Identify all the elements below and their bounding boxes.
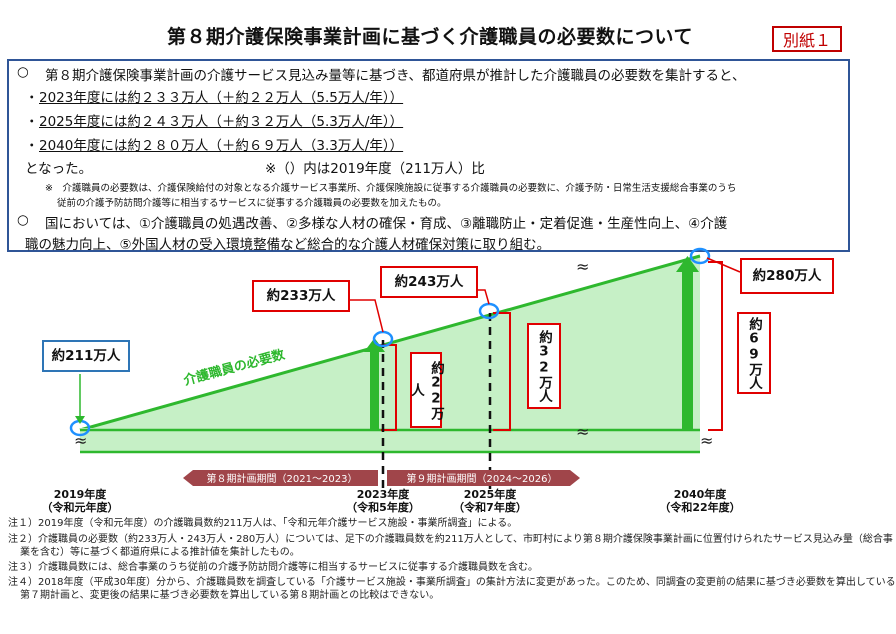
year-label: 2025年度 [463, 488, 517, 501]
year-2025: 2025年度 （令和7年度） [450, 488, 530, 514]
year-2040: 2040年度 （令和22年度） [650, 488, 750, 514]
definition-note-line2: 従前の介護予防訪問介護等に相当するサービスに従事する介護職員の必要数を加えたもの… [57, 198, 447, 209]
footnote-3: 注３）介護職員数には、総合事業のうち従前の介護予防訪問介護等に相当するサービスに… [8, 562, 538, 573]
pointer-2040 [706, 257, 741, 273]
year-label: 2023年度 [356, 488, 410, 501]
increase-2040: 約69万人 [737, 312, 771, 394]
marker-2040 [689, 247, 711, 265]
line-prefix: ・ [25, 114, 39, 130]
brace-2040 [708, 261, 723, 431]
paren-note: ※（）内は2019年度（211万人）比 [265, 161, 485, 177]
period-label-9: 第９期計画期間（2024～2026） [407, 472, 558, 485]
era-label: （令和元年度） [41, 501, 119, 514]
bullet-mark: ○ [17, 212, 29, 228]
line-prefix: ・ [25, 138, 39, 154]
footnote-2-cont: 業を含む）等に基づく都道府県による推計値を集計したもの。 [20, 547, 300, 558]
period-bar-8 [183, 470, 378, 486]
base-band [80, 428, 700, 452]
line-prefix: ・ [25, 90, 39, 106]
callout-2019: 約211万人 [42, 340, 130, 372]
era-label: （令和22年度） [659, 501, 741, 514]
summary-intro: 第８期介護保険事業計画の介護サービス見込み量等に基づき、都道府県が推計した介護職… [45, 68, 746, 84]
increase-arrow-2040 [682, 270, 693, 430]
footnote-4: 注４）2018年度（平成30年度）分から、介護職員数を調査している「介護サービス… [8, 577, 896, 588]
era-label: （令和7年度） [453, 501, 527, 514]
summary-line-2040: 2040年度には約２８０万人（＋約６９万人（3.3万人/年）） [39, 138, 404, 154]
callout-2023: 約233万人 [252, 280, 350, 312]
break-mark: ≈ [700, 431, 713, 450]
pointer-2023 [350, 299, 384, 333]
summary-box: ○ 第８期介護保険事業計画の介護サービス見込み量等に基づき、都道府県が推計した介… [7, 59, 850, 253]
year-label: 2019年度 [53, 488, 107, 501]
appendix-badge: 別紙１ [772, 26, 842, 52]
period-bar-9 [387, 470, 580, 486]
period-label-8: 第８期計画期間（2021～2023） [207, 472, 358, 485]
policy-line2: 職の魅力向上、⑤外国人材の受入環境整備など総合的な介護人材確保対策に取り組む。 [25, 237, 551, 253]
increase-2025: 約32万人 [527, 323, 561, 409]
pointer-2019-head [75, 416, 85, 424]
summary-line-2023: 2023年度には約２３３万人（＋約２２万人（5.5万人/年）） [39, 90, 404, 106]
pointer-2025 [475, 289, 490, 305]
break-mark: ≈ [576, 422, 589, 441]
summary-line-2025: 2025年度には約２４３万人（＋約３２万人（5.3万人/年）） [39, 114, 404, 130]
footnote-4-cont: 第７期計画と、変更後の結果に基づき必要数を算出している第８期計画との比較はできな… [20, 590, 440, 601]
increase-arrow-2040-head [676, 256, 699, 272]
policy-line1: 国においては、①介護職員の処遇改善、②多様な人材の確保・育成、③離職防止・定着促… [45, 216, 728, 232]
summary-conclusion: となった。 [25, 161, 93, 177]
callout-2025: 約243万人 [380, 266, 478, 298]
year-label: 2040年度 [673, 488, 727, 501]
definition-note-line1: ※ 介護職員の必要数は、介護保険給付の対象となる介護サービス事業所、介護保険施設… [45, 183, 737, 194]
break-mark: ≈ [576, 257, 589, 276]
page-title: 第８期介護保険事業計画に基づく介護職員の必要数について [167, 26, 693, 48]
year-2019: 2019年度 （令和元年度） [40, 488, 120, 514]
year-2023: 2023年度 （令和5年度） [343, 488, 423, 514]
brace-2025 [493, 312, 511, 431]
callout-2040: 約280万人 [740, 258, 834, 294]
increase-arrow-2023-head [364, 338, 385, 352]
era-label: （令和5年度） [346, 501, 420, 514]
footnote-1: 注１）2019年度（令和元年度）の介護職員数約211万人は、「令和元年介護サービ… [8, 518, 518, 529]
footnote-2: 注２）介護職員の必要数（約233万人・243万人・280万人）については、足下の… [8, 534, 893, 545]
increase-2023: 約22万人 [408, 352, 444, 428]
increase-arrow-2023 [370, 350, 379, 430]
bullet-mark: ○ [17, 64, 29, 80]
